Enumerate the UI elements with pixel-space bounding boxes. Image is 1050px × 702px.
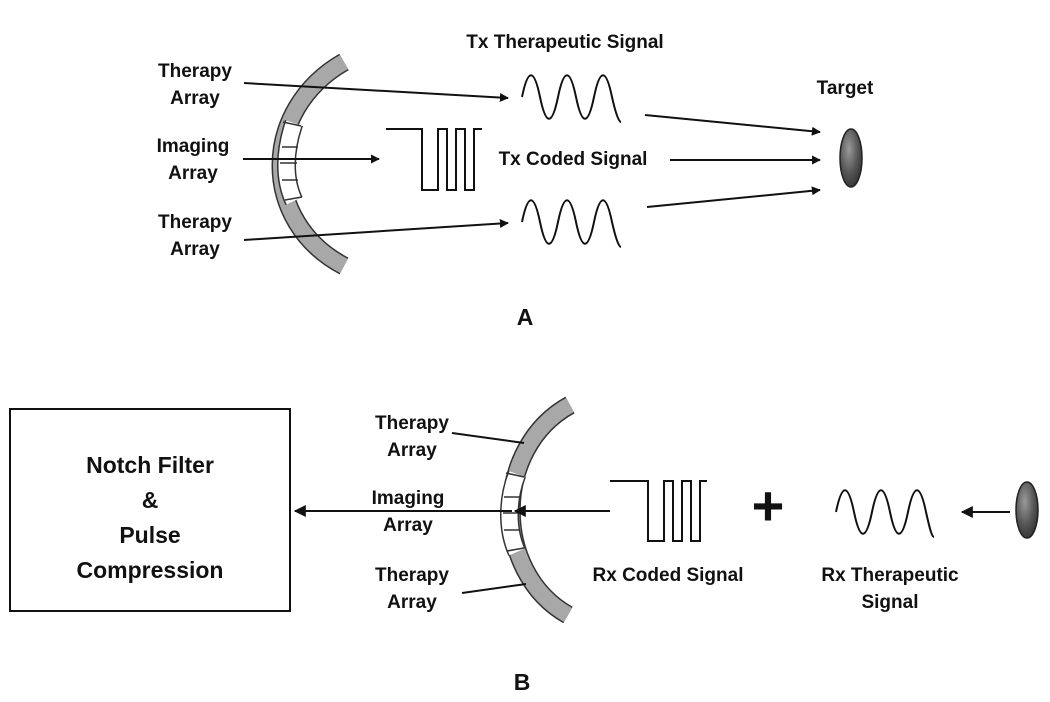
label-line: Imaging xyxy=(371,488,445,509)
target-ellipse-a xyxy=(839,128,863,188)
leader-therapy-bottom-a xyxy=(243,219,509,241)
caption-a: A xyxy=(516,304,534,330)
leader-therapy-top-b xyxy=(451,432,525,444)
box-line: Notch Filter xyxy=(86,452,214,478)
label-therapy-array-top-b: Therapy Array xyxy=(357,410,467,464)
label-line: Imaging xyxy=(156,136,230,157)
arrow-to-target-bottom xyxy=(646,186,821,208)
label-line: Therapy xyxy=(375,565,449,586)
label-line: Array xyxy=(168,163,218,184)
tx-coded-pulse xyxy=(386,128,482,191)
label-therapy-array-bottom-b: Therapy Array xyxy=(357,562,467,616)
label-line: Array xyxy=(387,592,437,613)
label-rx-therapeutic-signal: Rx Therapeutic Signal xyxy=(800,562,980,616)
leader-therapy-top-a xyxy=(243,82,509,103)
target-ellipse-b xyxy=(1015,481,1039,539)
panel-b xyxy=(293,396,1039,624)
leader-therapy-bottom-b xyxy=(461,583,527,594)
box-line: Pulse xyxy=(119,522,181,548)
label-line: Array xyxy=(383,515,433,536)
label-rx-coded-signal: Rx Coded Signal xyxy=(592,565,744,586)
rx-therapeutic-wave xyxy=(835,489,935,538)
label-therapy-array-bottom-a: Therapy Array xyxy=(140,209,250,263)
label-line: Array xyxy=(170,88,220,109)
box-line: Compression xyxy=(76,557,224,583)
label-therapy-array-top-a: Therapy Array xyxy=(140,58,250,112)
label-line: Therapy xyxy=(158,61,232,82)
label-imaging-array-b: Imaging Array xyxy=(353,485,463,539)
label-imaging-array-a: Imaging Array xyxy=(138,133,248,187)
label-line: Signal xyxy=(861,592,919,613)
label-line: Array xyxy=(170,239,220,260)
label-tx-coded-signal: Tx Coded Signal xyxy=(498,149,648,170)
label-line: Therapy xyxy=(375,413,449,434)
tx-therapeutic-wave-bottom xyxy=(521,199,622,248)
transducer-arc-a xyxy=(271,53,349,275)
plus-sign: + xyxy=(751,474,785,537)
box-line: & xyxy=(141,487,159,513)
caption-b: B xyxy=(513,669,531,695)
notch-filter-pulse-compression-box: Notch Filter & Pulse Compression xyxy=(9,408,291,612)
label-tx-therapeutic-signal: Tx Therapeutic Signal xyxy=(466,32,664,53)
label-target: Target xyxy=(816,78,874,99)
label-line: Array xyxy=(387,440,437,461)
panel-a xyxy=(243,53,863,275)
tx-therapeutic-wave-top xyxy=(521,74,622,123)
rx-coded-pulse xyxy=(610,480,707,542)
arrow-to-target-top xyxy=(644,114,821,136)
label-line: Therapy xyxy=(158,212,232,233)
box-text: Notch Filter & Pulse Compression xyxy=(11,448,289,588)
label-line: Rx Therapeutic xyxy=(821,565,959,586)
